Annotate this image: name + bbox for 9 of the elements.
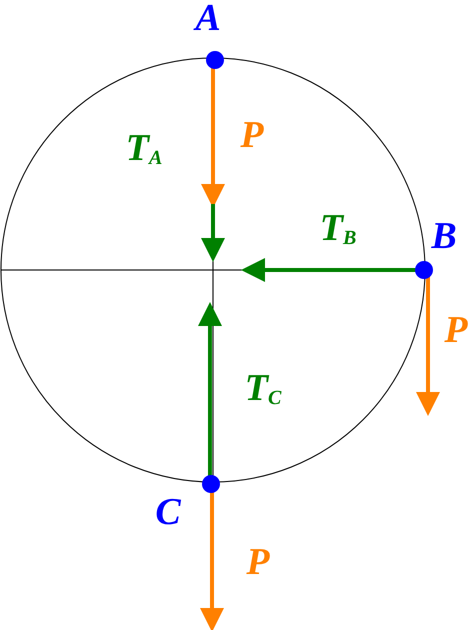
force-label: P — [444, 311, 468, 349]
force-label: P — [240, 116, 264, 154]
force-label: T$_{A}$ — [126, 129, 162, 167]
force-label: T$_{B}$ — [320, 209, 356, 247]
point-label: C — [155, 493, 181, 531]
point-label: A — [195, 0, 221, 37]
force-label: P — [246, 543, 270, 581]
force-label: T$_{C}$ — [244, 369, 282, 407]
point-label: B — [431, 217, 457, 255]
